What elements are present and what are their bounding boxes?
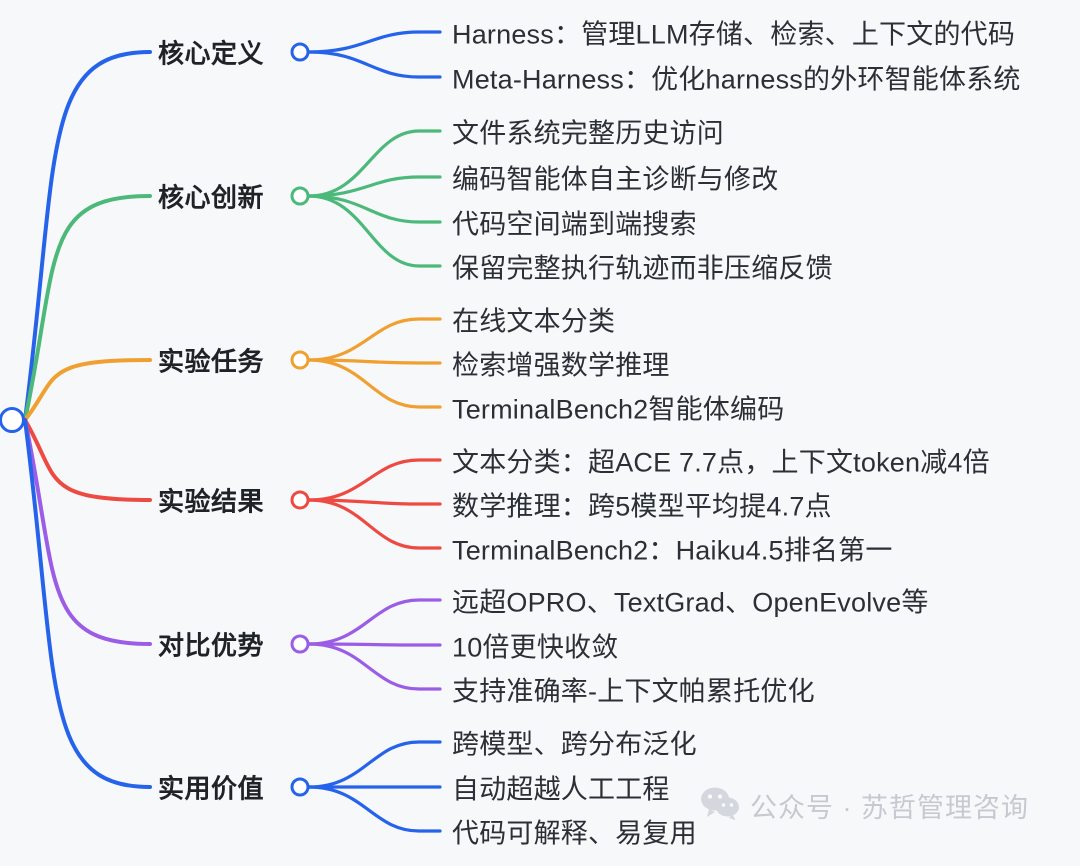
- root-branch-edge-1: [23, 194, 152, 422]
- leaf-label-5-1[interactable]: 自动超越人工工程: [452, 774, 670, 805]
- branch-leaf-edge-4-1: [307, 642, 442, 647]
- branch-label-2[interactable]: 实验任务: [158, 346, 265, 377]
- branch-leaf-edge-3-1: [307, 498, 442, 506]
- leaf-label-4-1[interactable]: 10倍更快收敛: [452, 632, 619, 663]
- leaf-label-1-3[interactable]: 保留完整执行轨迹而非压缩反馈: [452, 253, 833, 284]
- branch-label-0[interactable]: 核心定义: [158, 38, 265, 69]
- branch-label-4[interactable]: 对比优势: [158, 630, 265, 661]
- branch-label-1[interactable]: 核心创新: [158, 182, 265, 213]
- leaf-label-1-2[interactable]: 代码空间端到端搜索: [452, 209, 697, 240]
- root-branch-edge-2: [23, 358, 152, 422]
- leaf-label-5-0[interactable]: 跨模型、跨分布泛化: [452, 729, 697, 760]
- branch-leaf-edge-5-2: [307, 785, 442, 833]
- branch-node-5[interactable]: [290, 777, 310, 797]
- leaf-label-1-0[interactable]: 文件系统完整历史访问: [452, 118, 724, 149]
- branch-leaf-edge-2-1: [307, 358, 442, 365]
- root-node[interactable]: [0, 407, 25, 433]
- branch-leaf-edge-3-0: [307, 458, 442, 502]
- branch-leaf-edge-5-0: [307, 740, 442, 789]
- leaf-label-0-0[interactable]: Harness：管理LLM存储、检索、上下文的代码: [452, 19, 1016, 50]
- leaf-label-4-2[interactable]: 支持准确率-上下文帕累托优化: [452, 676, 815, 707]
- branch-leaf-edge-0-0: [307, 30, 442, 54]
- branch-node-4[interactable]: [290, 634, 310, 654]
- branch-leaf-edge-3-2: [307, 498, 442, 550]
- branch-leaf-edge-4-0: [307, 598, 442, 646]
- root-branch-edge-0: [23, 50, 152, 422]
- watermark: 公众号 · 苏哲管理咨询: [700, 786, 1029, 825]
- branch-leaf-edge-0-1: [307, 50, 442, 79]
- branch-leaf-edge-1-3: [307, 194, 442, 268]
- root-branch-edge-5: [23, 418, 152, 789]
- branch-leaf-edge-1-0: [307, 129, 442, 198]
- branch-leaf-edge-2-0: [307, 317, 442, 362]
- branch-node-3[interactable]: [290, 490, 310, 510]
- branch-leaf-edge-4-2: [307, 642, 442, 691]
- branch-leaf-edge-1-2: [307, 194, 442, 224]
- leaf-label-3-0[interactable]: 文本分类：超ACE 7.7点，上下文token减4倍: [452, 447, 990, 478]
- branch-node-2[interactable]: [290, 350, 310, 370]
- root-branch-edge-4: [23, 418, 152, 646]
- watermark-text: 公众号 · 苏哲管理咨询: [750, 793, 1029, 823]
- branch-leaf-edge-2-2: [307, 358, 442, 409]
- leaf-label-3-2[interactable]: TerminalBench2：Haiku4.5排名第一: [452, 535, 893, 566]
- leaf-label-5-2[interactable]: 代码可解释、易复用: [452, 818, 697, 849]
- branch-node-1[interactable]: [290, 186, 310, 206]
- leaf-label-2-0[interactable]: 在线文本分类: [452, 306, 616, 337]
- leaf-label-0-1[interactable]: Meta-Harness：优化harness的外环智能体系统: [452, 64, 1021, 95]
- branch-label-3[interactable]: 实验结果: [158, 486, 265, 517]
- branch-label-5[interactable]: 实用价值: [158, 773, 265, 804]
- leaf-label-2-1[interactable]: 检索增强数学推理: [452, 350, 670, 381]
- root-branch-edge-3: [23, 418, 152, 502]
- branch-leaf-edge-1-1: [307, 175, 442, 198]
- leaf-label-2-2[interactable]: TerminalBench2智能体编码: [452, 394, 785, 425]
- branch-node-0[interactable]: [290, 42, 310, 62]
- wechat-icon: [700, 786, 740, 825]
- leaf-label-1-1[interactable]: 编码智能体自主诊断与修改: [452, 164, 779, 195]
- leaf-label-3-1[interactable]: 数学推理：跨5模型平均提4.7点: [452, 491, 832, 522]
- leaf-label-4-0[interactable]: 远超OPRO、TextGrad、OpenEvolve等: [452, 587, 929, 618]
